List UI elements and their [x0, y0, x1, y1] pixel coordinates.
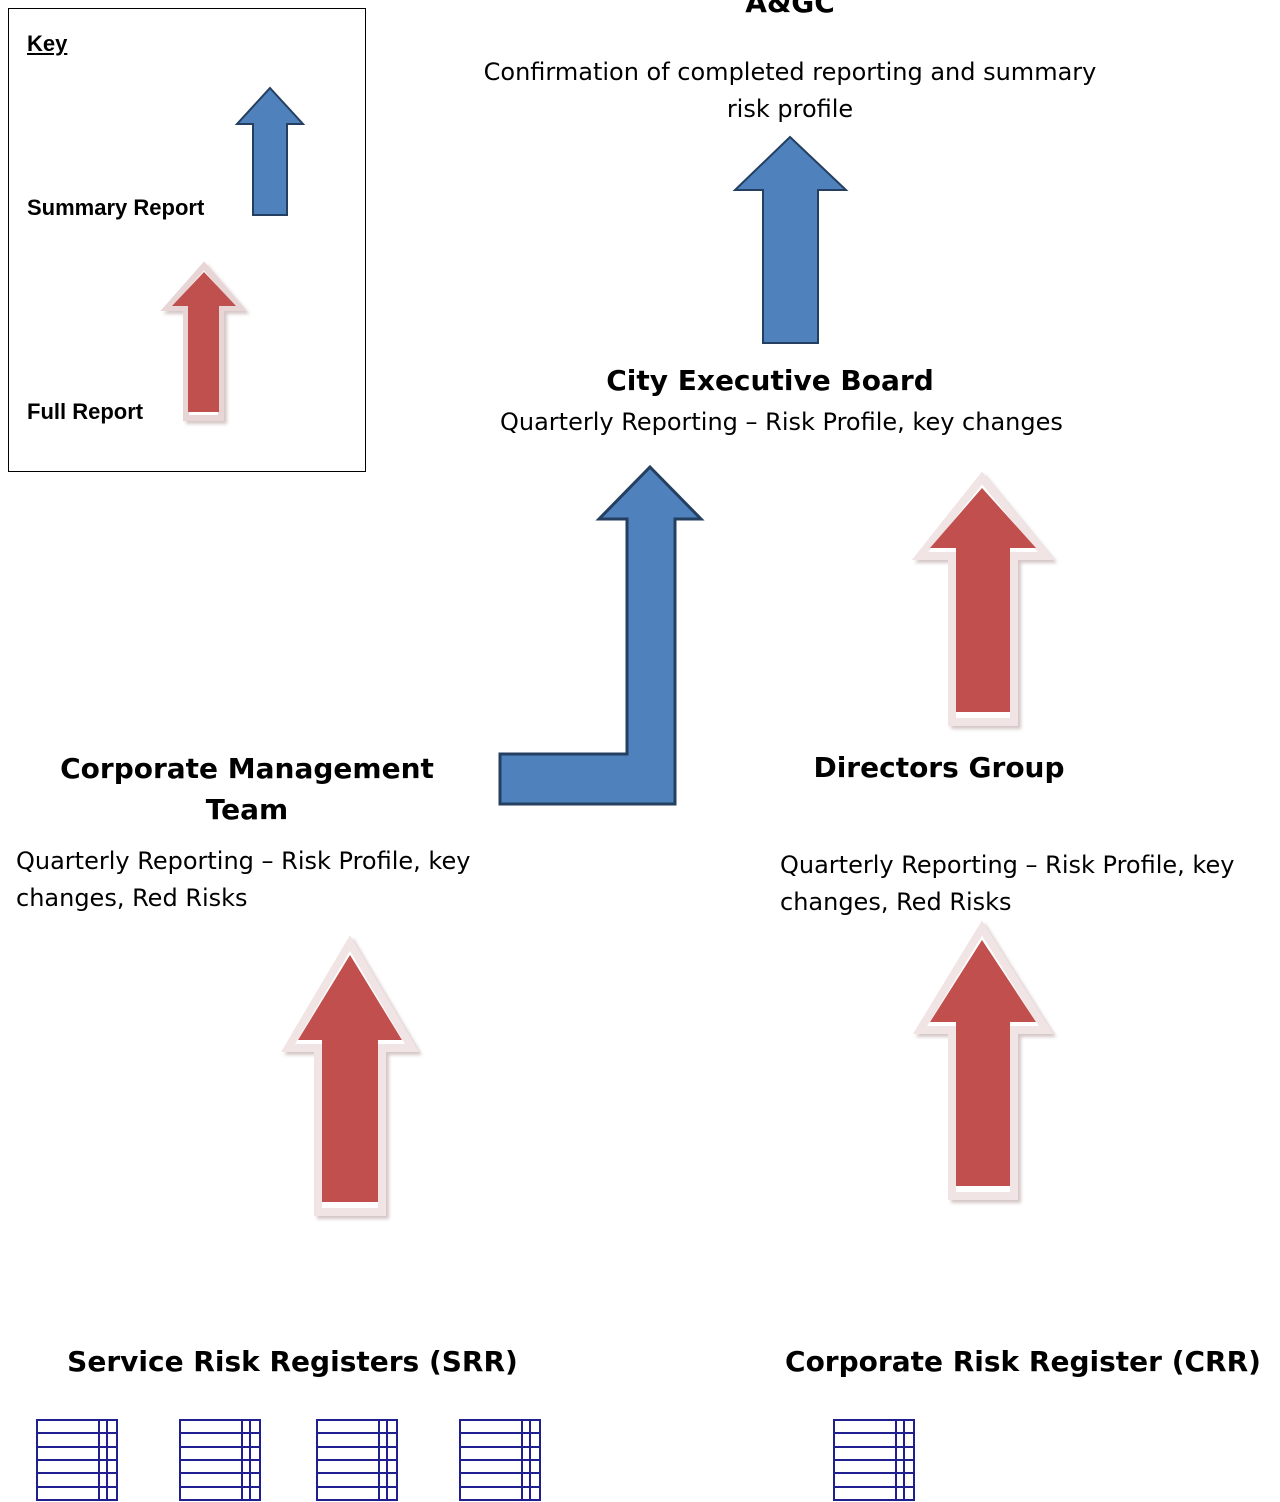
- key-full-label: Full Report: [27, 399, 144, 424]
- crr-title: Corporate Risk Register (CRR): [785, 1345, 1261, 1378]
- key-summary-label: Summary Report: [27, 195, 205, 220]
- service-register-2-icon: [179, 1419, 261, 1501]
- key-legend: Key Summary Report Full Report: [8, 8, 366, 472]
- dg-title: Directors Group: [813, 751, 1065, 784]
- key-heading: Key: [27, 31, 68, 56]
- ceb-description: Quarterly Reporting – Risk Profile, key …: [500, 408, 1063, 436]
- dg-description: Quarterly Reporting – Risk Profile, key …: [780, 851, 1235, 916]
- service-register-1-icon: [36, 1419, 118, 1501]
- full-arrow-crr-to-dg-icon: [912, 920, 1054, 1200]
- summary-arrow-ceb-to-agc-icon: [732, 135, 849, 344]
- corporate-register-icon: [833, 1419, 915, 1501]
- cmt-title: Corporate Management Team: [60, 752, 434, 826]
- key-summary-arrow-icon: [234, 86, 306, 216]
- agc-title: A&GC: [745, 0, 835, 19]
- cmt-description: Quarterly Reporting – Risk Profile, key …: [16, 847, 471, 912]
- service-register-3-icon: [316, 1419, 398, 1501]
- agc-description: Confirmation of completed reporting and …: [483, 58, 1097, 123]
- full-arrow-dg-to-ceb-icon: [911, 471, 1055, 726]
- service-register-4-icon: [459, 1419, 541, 1501]
- ceb-title: City Executive Board: [606, 364, 934, 397]
- srr-title: Service Risk Registers (SRR): [67, 1345, 518, 1378]
- summary-arrow-cmt-to-ceb-icon: [498, 464, 705, 806]
- full-arrow-srr-to-cmt-icon: [280, 935, 420, 1216]
